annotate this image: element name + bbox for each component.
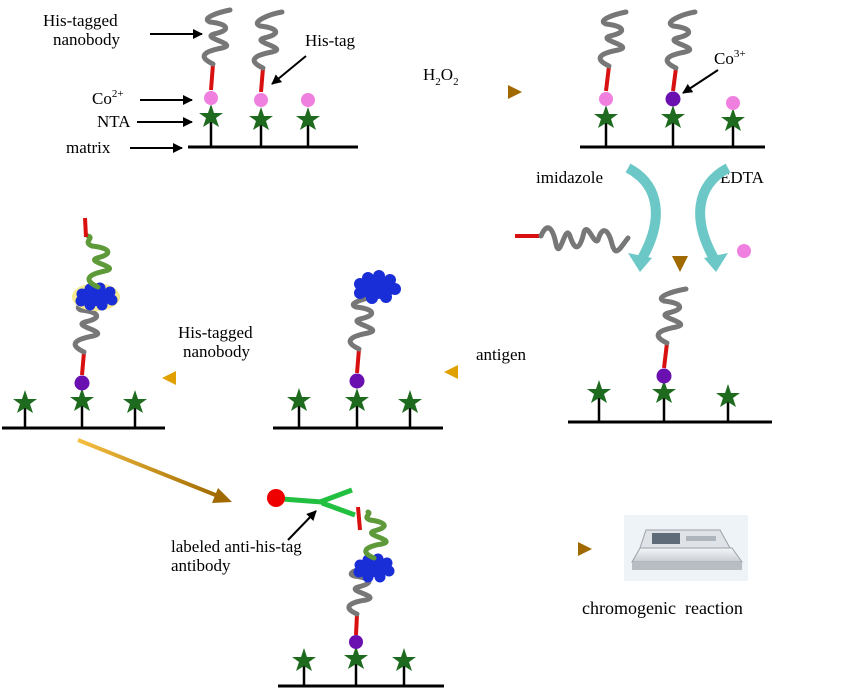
nanobody-coil	[655, 286, 689, 346]
antigen-step-arrow: antigen	[444, 345, 568, 379]
his-tag	[354, 613, 359, 636]
antigen-blob	[75, 282, 118, 311]
label-co2: Co2+	[92, 88, 124, 108]
his-tag	[80, 351, 86, 376]
co2-ion	[599, 92, 613, 106]
label-chromogenic-reaction: chromogenic reaction	[582, 598, 743, 618]
nanobody-coil	[201, 7, 233, 67]
curved-arrow	[625, 163, 661, 265]
nta-star	[661, 105, 685, 128]
nta-star	[123, 390, 147, 413]
h2o2-step-arrow: H2O2	[378, 65, 522, 99]
nta-star	[199, 104, 223, 127]
label-his-tag: His-tag	[305, 31, 356, 50]
nta-star	[345, 388, 369, 411]
co3-ion	[74, 375, 90, 391]
co3-ion	[665, 91, 681, 107]
label-his-tagged-nanobody: His-tagged	[43, 11, 118, 30]
his-tag	[209, 63, 215, 91]
nta-star	[70, 388, 94, 411]
panel-after-elution	[568, 286, 772, 424]
his-tag	[356, 506, 362, 531]
label-h2o2: H2O2	[423, 65, 459, 88]
his-tag	[604, 65, 611, 92]
his-tag	[355, 348, 361, 374]
label-nta: NTA	[97, 112, 131, 131]
nta-star	[398, 390, 422, 413]
co3-ion	[349, 635, 363, 649]
second-nanobody-coil	[85, 233, 112, 290]
label-edta: EDTA	[720, 168, 765, 187]
co2-ion	[726, 96, 740, 110]
nta-star	[292, 648, 316, 671]
nta-star	[652, 380, 676, 403]
pointer-arrow	[271, 55, 307, 85]
pointer-arrow	[682, 69, 719, 94]
nta-star	[716, 384, 740, 407]
label-his-tagged-nanobody-mid: His-tagged	[178, 323, 253, 342]
label-co3: Co3+	[714, 48, 746, 68]
panel-detection: labeled anti-his-tag antibody	[171, 487, 444, 688]
label-antigen: antigen	[476, 345, 527, 364]
nta-star	[392, 648, 416, 671]
nanobody-coil	[347, 293, 377, 352]
co3-ion	[349, 373, 365, 389]
detection-step-arrow	[77, 438, 232, 503]
label-his-tagged-nanobody-2: nanobody	[53, 30, 121, 49]
label-imidazole: imidazole	[536, 168, 603, 187]
panel-sandwich	[2, 217, 165, 430]
nta-star	[249, 107, 273, 130]
nta-star	[594, 105, 618, 128]
his-tag	[83, 217, 88, 238]
his-tag	[259, 67, 265, 93]
label-tag-dot	[267, 489, 285, 507]
panel-oxidized: Co3+	[580, 9, 765, 149]
nta-star	[344, 646, 368, 669]
co3-ion	[656, 368, 672, 384]
his-tag	[662, 342, 669, 369]
his-tag	[671, 67, 678, 92]
labeled-antibody	[267, 487, 356, 518]
nanobody-coil	[597, 9, 629, 69]
second-nanobody-coil	[363, 509, 389, 561]
curved-arrow-head	[628, 253, 652, 272]
label-labeled-antibody-2: antibody	[171, 556, 231, 575]
readout-step-arrow	[446, 542, 592, 556]
nta-star	[13, 390, 37, 413]
panel-antigen-captured	[273, 270, 443, 430]
nta-star	[287, 388, 311, 411]
elution-step: imidazole EDTA	[515, 163, 765, 272]
nta-star	[296, 107, 320, 130]
co2-ion	[301, 93, 315, 107]
nta-star	[721, 108, 745, 131]
panel-initial-matrix: His-tagged nanobody His-tag Co2+ NTA mat…	[43, 7, 358, 157]
curved-arrow	[695, 163, 731, 265]
nanobody-step-arrow: His-tagged nanobody	[162, 323, 288, 385]
curved-arrow-head	[704, 253, 728, 272]
down-arrow-head	[672, 256, 688, 272]
nanobody-coil	[72, 297, 101, 355]
pointer-arrow	[287, 510, 317, 541]
label-matrix: matrix	[66, 138, 111, 157]
label-labeled-antibody: labeled anti-his-tag	[171, 537, 302, 556]
antigen-blob	[354, 270, 401, 304]
co2-ion	[254, 93, 268, 107]
nta-star	[587, 380, 611, 403]
nanobody-coil	[346, 564, 373, 617]
microplate-reader-icon	[624, 515, 748, 581]
released-co2-ion	[737, 244, 751, 258]
nanobody-coil	[251, 9, 285, 71]
label-his-tagged-nanobody-mid-2: nanobody	[183, 342, 251, 361]
nanobody-coil	[664, 9, 698, 71]
released-nanobody-coil	[538, 225, 631, 254]
co2-ion	[204, 91, 218, 105]
